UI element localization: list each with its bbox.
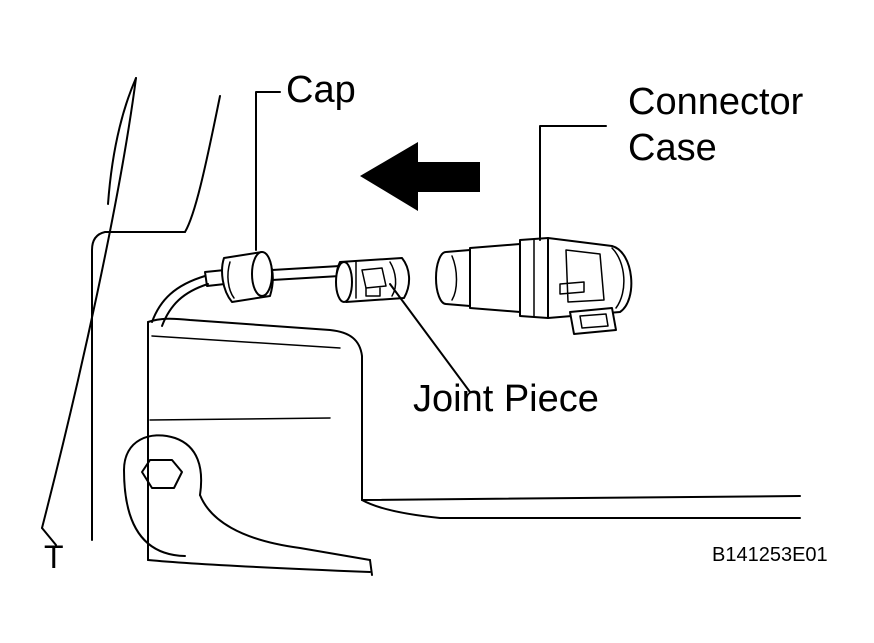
cap-part <box>221 251 274 303</box>
connector-case-label-line1: Connector <box>628 81 804 123</box>
connector-case-part <box>435 237 633 335</box>
wire-harness <box>151 265 341 327</box>
view-marker: T <box>44 539 64 575</box>
joint-piece-label: Joint Piece <box>413 378 599 420</box>
vehicle-body-outline <box>41 77 801 576</box>
leader-lines <box>255 91 607 393</box>
joint-piece-part <box>335 257 410 303</box>
figure-code: B141253E01 <box>712 544 828 566</box>
cap-label: Cap <box>286 69 356 111</box>
left-arrow-icon <box>360 142 480 211</box>
connector-case-label-line2: Case <box>628 127 717 169</box>
